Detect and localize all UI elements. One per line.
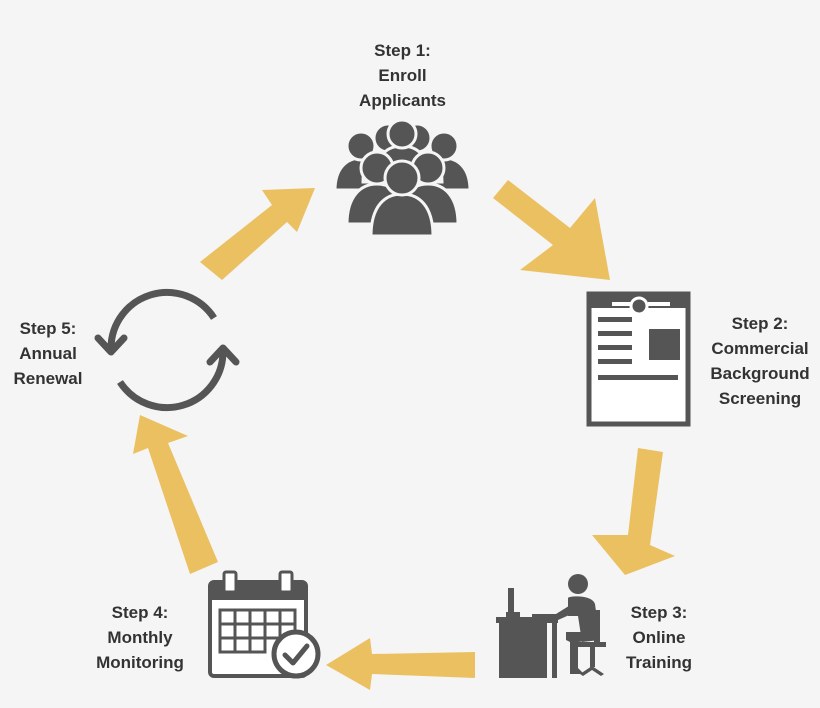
step-3-label: Step 3: Online Training: [614, 600, 704, 675]
calendar-check-icon: [208, 570, 321, 679]
step-3-line-1: Online: [632, 628, 686, 647]
step-4-heading: Step 4:: [111, 603, 169, 622]
arrow-step4-to-step5: [133, 415, 218, 574]
arrow-step5-to-step1: [200, 188, 315, 280]
person-at-computer-icon: [496, 574, 606, 678]
step-1-label: Step 1: Enroll Applicants: [340, 38, 465, 113]
step-5-line-2: Renewal: [13, 369, 83, 388]
arrow-step1-to-step2: [493, 180, 610, 280]
step-3-line-2: Training: [625, 653, 693, 672]
step-1-heading: Step 1:: [374, 41, 431, 60]
step-4-line-1: Monthly: [107, 628, 173, 647]
step-2-line-3: Screening: [718, 389, 802, 408]
renewal-cycle-icon: [94, 288, 240, 412]
step-4-label: Step 4: Monthly Monitoring: [82, 600, 198, 675]
step-5-label: Step 5: Annual Renewal: [6, 316, 90, 391]
document-icon: [586, 291, 691, 427]
arrow-step2-to-step3: [592, 448, 675, 575]
step-2-heading: Step 2:: [731, 314, 789, 333]
arrow-step3-to-step4: [326, 638, 475, 690]
step-4-line-2: Monitoring: [96, 653, 184, 672]
step-5-line-1: Annual: [19, 344, 77, 363]
step-2-line-1: Commercial: [711, 339, 809, 358]
step-1-line-2: Applicants: [359, 91, 446, 110]
people-group-icon: [333, 120, 472, 238]
step-1-line-1: Enroll: [378, 66, 427, 85]
step-3-heading: Step 3:: [630, 603, 688, 622]
step-2-label: Step 2: Commercial Background Screening: [703, 311, 817, 411]
step-2-line-2: Background: [710, 364, 810, 383]
step-5-heading: Step 5:: [19, 319, 77, 338]
